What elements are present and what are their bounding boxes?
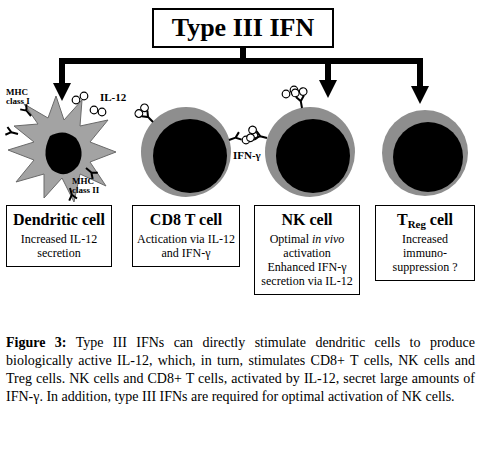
- text-run: Optimal: [270, 232, 312, 246]
- cell-label-box: CD8 T cellActication via IL-12 and IFN-γ: [132, 205, 240, 267]
- receptor-stem: [142, 111, 156, 125]
- cytokine-molecule: [248, 125, 257, 134]
- node-heading: NK cell: [259, 211, 355, 228]
- cell-label-box: NK cellOptimal in vivo activationEnhance…: [254, 205, 360, 295]
- molecule-label: MHC class I: [6, 88, 36, 107]
- molecule-label: IL-12: [100, 92, 136, 104]
- cytokine-molecule: [80, 92, 88, 100]
- mhc-receptor: [5, 127, 19, 138]
- receptor-stem: [5, 127, 19, 138]
- text-run: Enhanced IFN-γ secretion via IL-12: [261, 260, 352, 288]
- text-run: activation: [283, 246, 330, 260]
- title-box: Type III IFN: [152, 8, 334, 48]
- receptor-stem: [254, 131, 268, 142]
- node-body: Increased immuno-suppression ?: [380, 232, 470, 274]
- text-run: Reg: [408, 218, 426, 230]
- node-body: Enhanced IFN-γ secretion via IL-12: [259, 260, 355, 288]
- node-body: Optimal in vivo activation: [259, 232, 355, 260]
- cytokine-molecule: [282, 90, 290, 98]
- text-run: cell: [426, 211, 453, 228]
- cell-nucleus: [276, 119, 350, 193]
- cell-node: TReg cellIncreased immuno-suppression ?: [375, 98, 475, 281]
- cell-node: Dendritic cellIncreased IL-12 secretion: [6, 95, 112, 267]
- text-run: Increased IL-12 secretion: [21, 232, 97, 260]
- text-run: Figure 3:: [6, 335, 66, 350]
- cytokine-receptor: [133, 102, 158, 127]
- cytokine-molecule: [246, 133, 255, 142]
- cytokine-molecule: [139, 102, 150, 113]
- cytokine-molecule: [98, 108, 106, 116]
- cytokine-molecule: [291, 89, 300, 98]
- cell-label-box: Dendritic cellIncreased IL-12 secretion: [6, 205, 112, 267]
- cytokine-molecule: [72, 96, 80, 104]
- cell-nucleus: [153, 119, 227, 193]
- cytokine-receptor: [291, 87, 310, 109]
- molecule-label: MHC class II: [72, 177, 106, 196]
- dendritic-cell-body: [8, 96, 116, 202]
- cytokine-molecule: [299, 87, 308, 96]
- text-run: T: [397, 211, 408, 228]
- cell-node: NK cellOptimal in vivo activationEnhance…: [254, 92, 360, 295]
- cell-membrane: [141, 107, 231, 197]
- arrow-connector: [243, 48, 420, 98]
- text-run: Type III IFN: [172, 13, 315, 42]
- molecule-label: IFN-γ: [233, 150, 269, 162]
- text-run: MHC class II: [72, 176, 99, 195]
- receptor-stem: [296, 95, 306, 108]
- node-heading: Dendritic cell: [11, 211, 107, 228]
- cytokine-receptor: [246, 125, 269, 145]
- text-run: IFN-γ: [233, 149, 261, 161]
- node-heading: CD8 T cell: [137, 211, 235, 228]
- cell-label-box: TReg cellIncreased immuno-suppression ?: [375, 205, 475, 281]
- cell-node: CD8 T cellActication via IL-12 and IFN-γ: [132, 100, 240, 267]
- text-run: in vivo: [312, 232, 344, 246]
- cell-membrane: [265, 107, 355, 197]
- cell-membrane: [382, 110, 468, 196]
- treg-cell: [382, 110, 468, 196]
- dendritic-cell-nucleus: [45, 132, 81, 174]
- cd8-t-cell: [133, 102, 241, 197]
- dendritic-cell: [5, 96, 116, 202]
- text-run: Type III IFNs can directly stimulate den…: [6, 335, 475, 404]
- text-run: Increased immuno-suppression ?: [393, 232, 458, 274]
- node-body: Increased IL-12 secretion: [11, 232, 107, 260]
- title-text: Type III IFN: [156, 11, 330, 44]
- arrow-connector: [243, 48, 328, 92]
- arrow-connector: [62, 48, 243, 95]
- text-run: MHC class I: [6, 87, 30, 106]
- nk-cell: [246, 87, 355, 197]
- text-run: Dendritic cell: [13, 211, 105, 228]
- node-heading: TReg cell: [380, 211, 470, 228]
- node-body: Actication via IL-12 and IFN-γ: [137, 232, 235, 260]
- receptor-stem: [228, 132, 242, 144]
- text-run: NK cell: [281, 211, 332, 228]
- figure-caption: Figure 3: Type III IFNs can directly sti…: [6, 334, 475, 406]
- text-run: Actication via IL-12 and IFN-γ: [137, 232, 235, 260]
- text-run: IL-12: [100, 91, 126, 103]
- cell-nucleus: [393, 122, 463, 192]
- cytokine-molecule: [90, 106, 98, 114]
- text-run: CD8 T cell: [150, 211, 222, 228]
- cytokine-receptor: [228, 132, 242, 144]
